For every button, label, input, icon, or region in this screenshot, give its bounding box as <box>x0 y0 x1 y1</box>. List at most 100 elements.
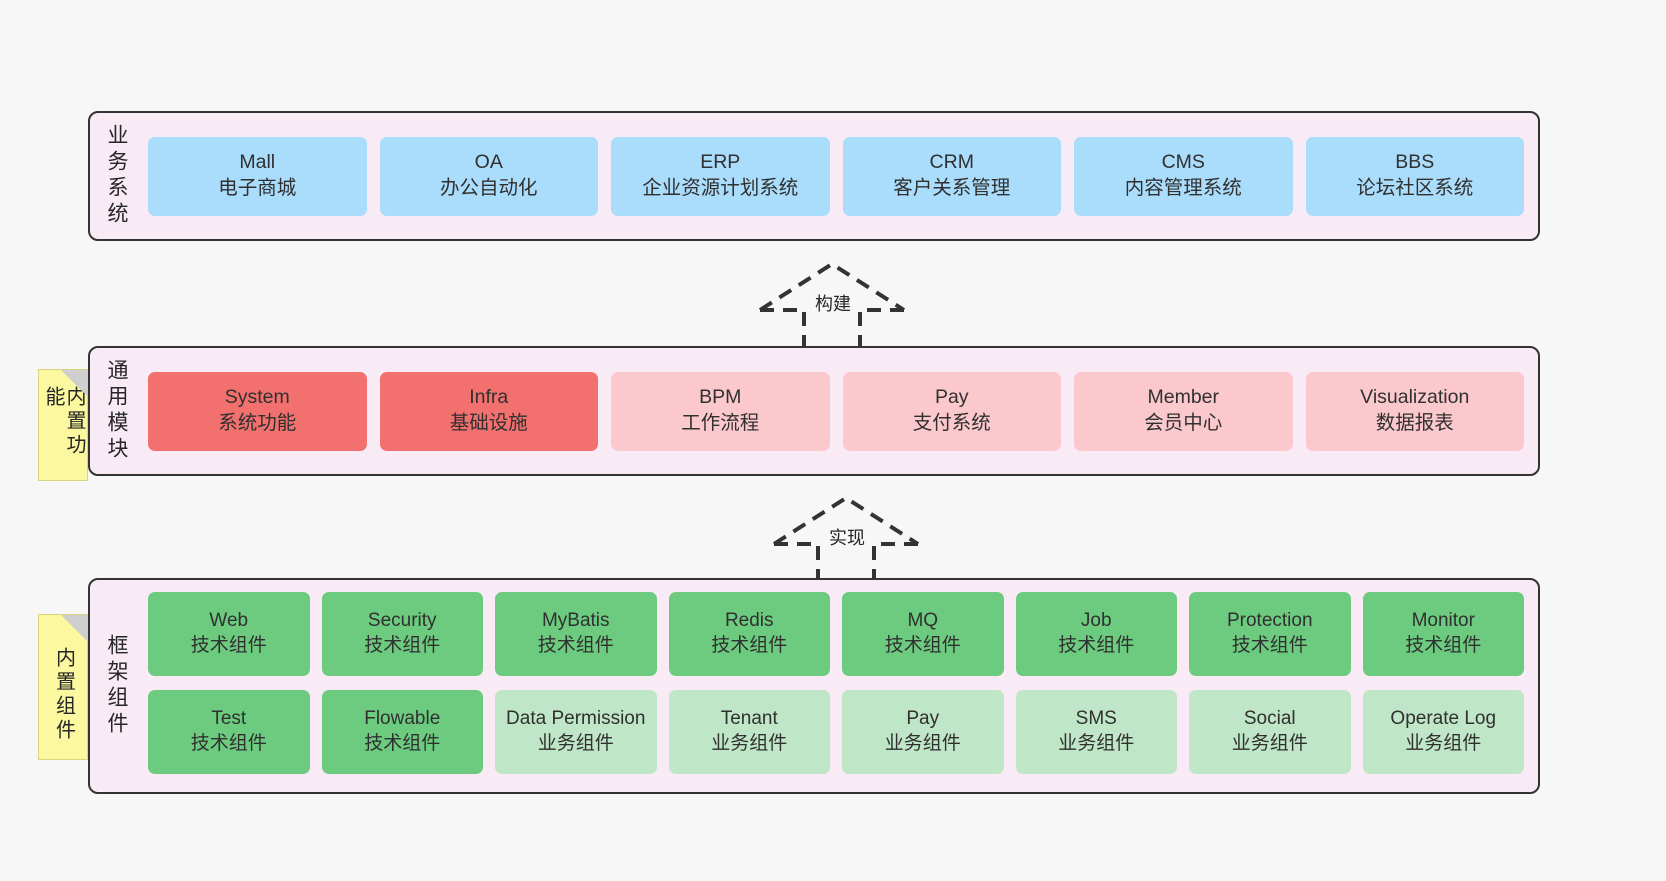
box-mall-en: Mall <box>239 151 276 174</box>
box-mall-cn: 电子商城 <box>218 177 297 199</box>
box-data-permission-en: Data Permission <box>506 708 646 730</box>
box-operate-log-en: Operate Log <box>1390 708 1497 730</box>
box-web[interactable]: Web 技术组件 <box>148 592 310 676</box>
box-sms[interactable]: SMS 业务组件 <box>1015 690 1177 774</box>
arrow-implement-icon <box>772 495 920 582</box>
box-bbs-cn: 论坛社区系统 <box>1356 177 1474 199</box>
box-test-cn: 技术组件 <box>190 733 267 754</box>
box-data-permission[interactable]: Data Permission 业务组件 <box>495 690 657 774</box>
note-fold-corner-icon <box>61 370 87 396</box>
box-erp[interactable]: ERP 企业资源计划系统 <box>611 136 830 216</box>
box-sms-cn: 业务组件 <box>1058 733 1135 754</box>
box-redis-cn: 技术组件 <box>711 635 788 656</box>
box-redis-en: Redis <box>724 610 774 632</box>
layer-body-modules: System 系统功能 Infra 基础设施 BPM 工作流程 Pay 支付系统… <box>142 348 1538 474</box>
box-mybatis-en: MyBatis <box>541 610 610 632</box>
box-mybatis[interactable]: MyBatis 技术组件 <box>495 592 657 676</box>
box-flowable-en: Flowable <box>364 708 441 730</box>
note-builtin-components-label: 内置组件 <box>52 647 75 743</box>
box-security-cn: 技术组件 <box>364 635 441 656</box>
box-protection-cn: 技术组件 <box>1231 635 1308 656</box>
box-crm[interactable]: CRM 客户关系管理 <box>842 136 1061 216</box>
note-builtin-functions: 内置功能 <box>38 369 88 481</box>
box-pay-component[interactable]: Pay 业务组件 <box>842 690 1004 774</box>
layer-framework-components: 框架组件 Web 技术组件 Security 技术组件 MyBatis 技术组件… <box>88 578 1540 794</box>
layer-title-business: 业务系统 <box>105 124 129 228</box>
box-mall[interactable]: Mall 电子商城 <box>148 136 367 216</box>
box-pay-module-en: Pay <box>934 386 969 409</box>
note-fold-corner-icon <box>61 615 87 641</box>
box-system[interactable]: System 系统功能 <box>148 371 367 451</box>
layer-business-systems: 业务系统 Mall 电子商城 OA 办公自动化 ERP 企业资源计划系统 CRM… <box>88 111 1540 241</box>
box-bbs[interactable]: BBS 论坛社区系统 <box>1305 136 1524 216</box>
arrow-implement-label: 实现 <box>826 524 868 550</box>
box-pay-module[interactable]: Pay 支付系统 <box>842 371 1061 451</box>
box-social-cn: 业务组件 <box>1231 733 1308 754</box>
note-builtin-functions-label: 内置功能 <box>42 386 85 458</box>
layer-common-modules: 通用模块 System 系统功能 Infra 基础设施 BPM 工作流程 Pay… <box>88 346 1540 476</box>
box-flowable-cn: 技术组件 <box>364 733 441 754</box>
box-bpm[interactable]: BPM 工作流程 <box>611 371 830 451</box>
note-builtin-components: 内置组件 <box>38 614 88 760</box>
box-pay-component-cn: 业务组件 <box>884 733 961 754</box>
box-monitor-en: Monitor <box>1411 610 1475 632</box>
arrow-build-label: 构建 <box>812 290 854 316</box>
box-cms-cn: 内容管理系统 <box>1124 177 1242 199</box>
box-visualization[interactable]: Visualization 数据报表 <box>1305 371 1524 451</box>
box-bbs-en: BBS <box>1395 151 1435 174</box>
box-security-en: Security <box>367 610 437 632</box>
box-infra-en: Infra <box>469 386 509 409</box>
box-social[interactable]: Social 业务组件 <box>1189 690 1351 774</box>
box-protection-en: Protection <box>1226 610 1313 632</box>
box-crm-en: CRM <box>929 151 974 174</box>
box-operate-log[interactable]: Operate Log 业务组件 <box>1362 690 1524 774</box>
box-bpm-en: BPM <box>699 386 742 409</box>
box-oa[interactable]: OA 办公自动化 <box>379 136 598 216</box>
box-member-en: Member <box>1147 386 1220 409</box>
box-tenant-en: Tenant <box>720 708 778 730</box>
box-infra[interactable]: Infra 基础设施 <box>379 371 598 451</box>
box-cms[interactable]: CMS 内容管理系统 <box>1074 136 1293 216</box>
arrow-implement: 实现 <box>766 492 926 582</box>
box-visualization-cn: 数据报表 <box>1375 412 1454 434</box>
box-sms-en: SMS <box>1075 708 1117 730</box>
box-monitor[interactable]: Monitor 技术组件 <box>1362 592 1524 676</box>
box-tenant[interactable]: Tenant 业务组件 <box>668 690 830 774</box>
box-cms-en: CMS <box>1161 151 1205 174</box>
box-mq[interactable]: MQ 技术组件 <box>842 592 1004 676</box>
box-tenant-cn: 业务组件 <box>711 733 788 754</box>
framework-row-tech: Web 技术组件 Security 技术组件 MyBatis 技术组件 Redi… <box>148 592 1524 676</box>
box-operate-log-cn: 业务组件 <box>1405 733 1482 754</box>
box-data-permission-cn: 业务组件 <box>537 733 614 754</box>
box-social-en: Social <box>1243 708 1296 730</box>
box-member-cn: 会员中心 <box>1144 412 1223 434</box>
framework-row-business: Test 技术组件 Flowable 技术组件 Data Permission … <box>148 690 1524 774</box>
box-test[interactable]: Test 技术组件 <box>148 690 310 774</box>
box-web-cn: 技术组件 <box>190 635 267 656</box>
box-bpm-cn: 工作流程 <box>681 412 760 434</box>
box-protection[interactable]: Protection 技术组件 <box>1189 592 1351 676</box>
box-erp-cn: 企业资源计划系统 <box>642 177 799 199</box>
arrow-build-icon <box>758 261 906 348</box>
box-test-en: Test <box>211 708 247 730</box>
box-web-en: Web <box>209 610 249 632</box>
box-oa-cn: 办公自动化 <box>439 177 538 199</box>
box-system-en: System <box>224 386 290 409</box>
box-visualization-en: Visualization <box>1360 386 1470 409</box>
layer-title-modules: 通用模块 <box>105 359 129 463</box>
box-flowable[interactable]: Flowable 技术组件 <box>321 690 483 774</box>
box-redis[interactable]: Redis 技术组件 <box>668 592 830 676</box>
box-oa-en: OA <box>474 151 503 174</box>
layer-body-business: Mall 电子商城 OA 办公自动化 ERP 企业资源计划系统 CRM 客户关系… <box>142 113 1538 239</box>
box-pay-component-en: Pay <box>906 708 940 730</box>
arrow-build: 构建 <box>752 258 912 348</box>
box-mq-en: MQ <box>907 610 939 632</box>
layer-body-framework: Web 技术组件 Security 技术组件 MyBatis 技术组件 Redi… <box>142 580 1538 792</box>
box-mq-cn: 技术组件 <box>884 635 961 656</box>
box-member[interactable]: Member 会员中心 <box>1074 371 1293 451</box>
box-security[interactable]: Security 技术组件 <box>321 592 483 676</box>
box-pay-module-cn: 支付系统 <box>912 412 991 434</box>
box-erp-en: ERP <box>700 151 741 174</box>
box-job[interactable]: Job 技术组件 <box>1015 592 1177 676</box>
